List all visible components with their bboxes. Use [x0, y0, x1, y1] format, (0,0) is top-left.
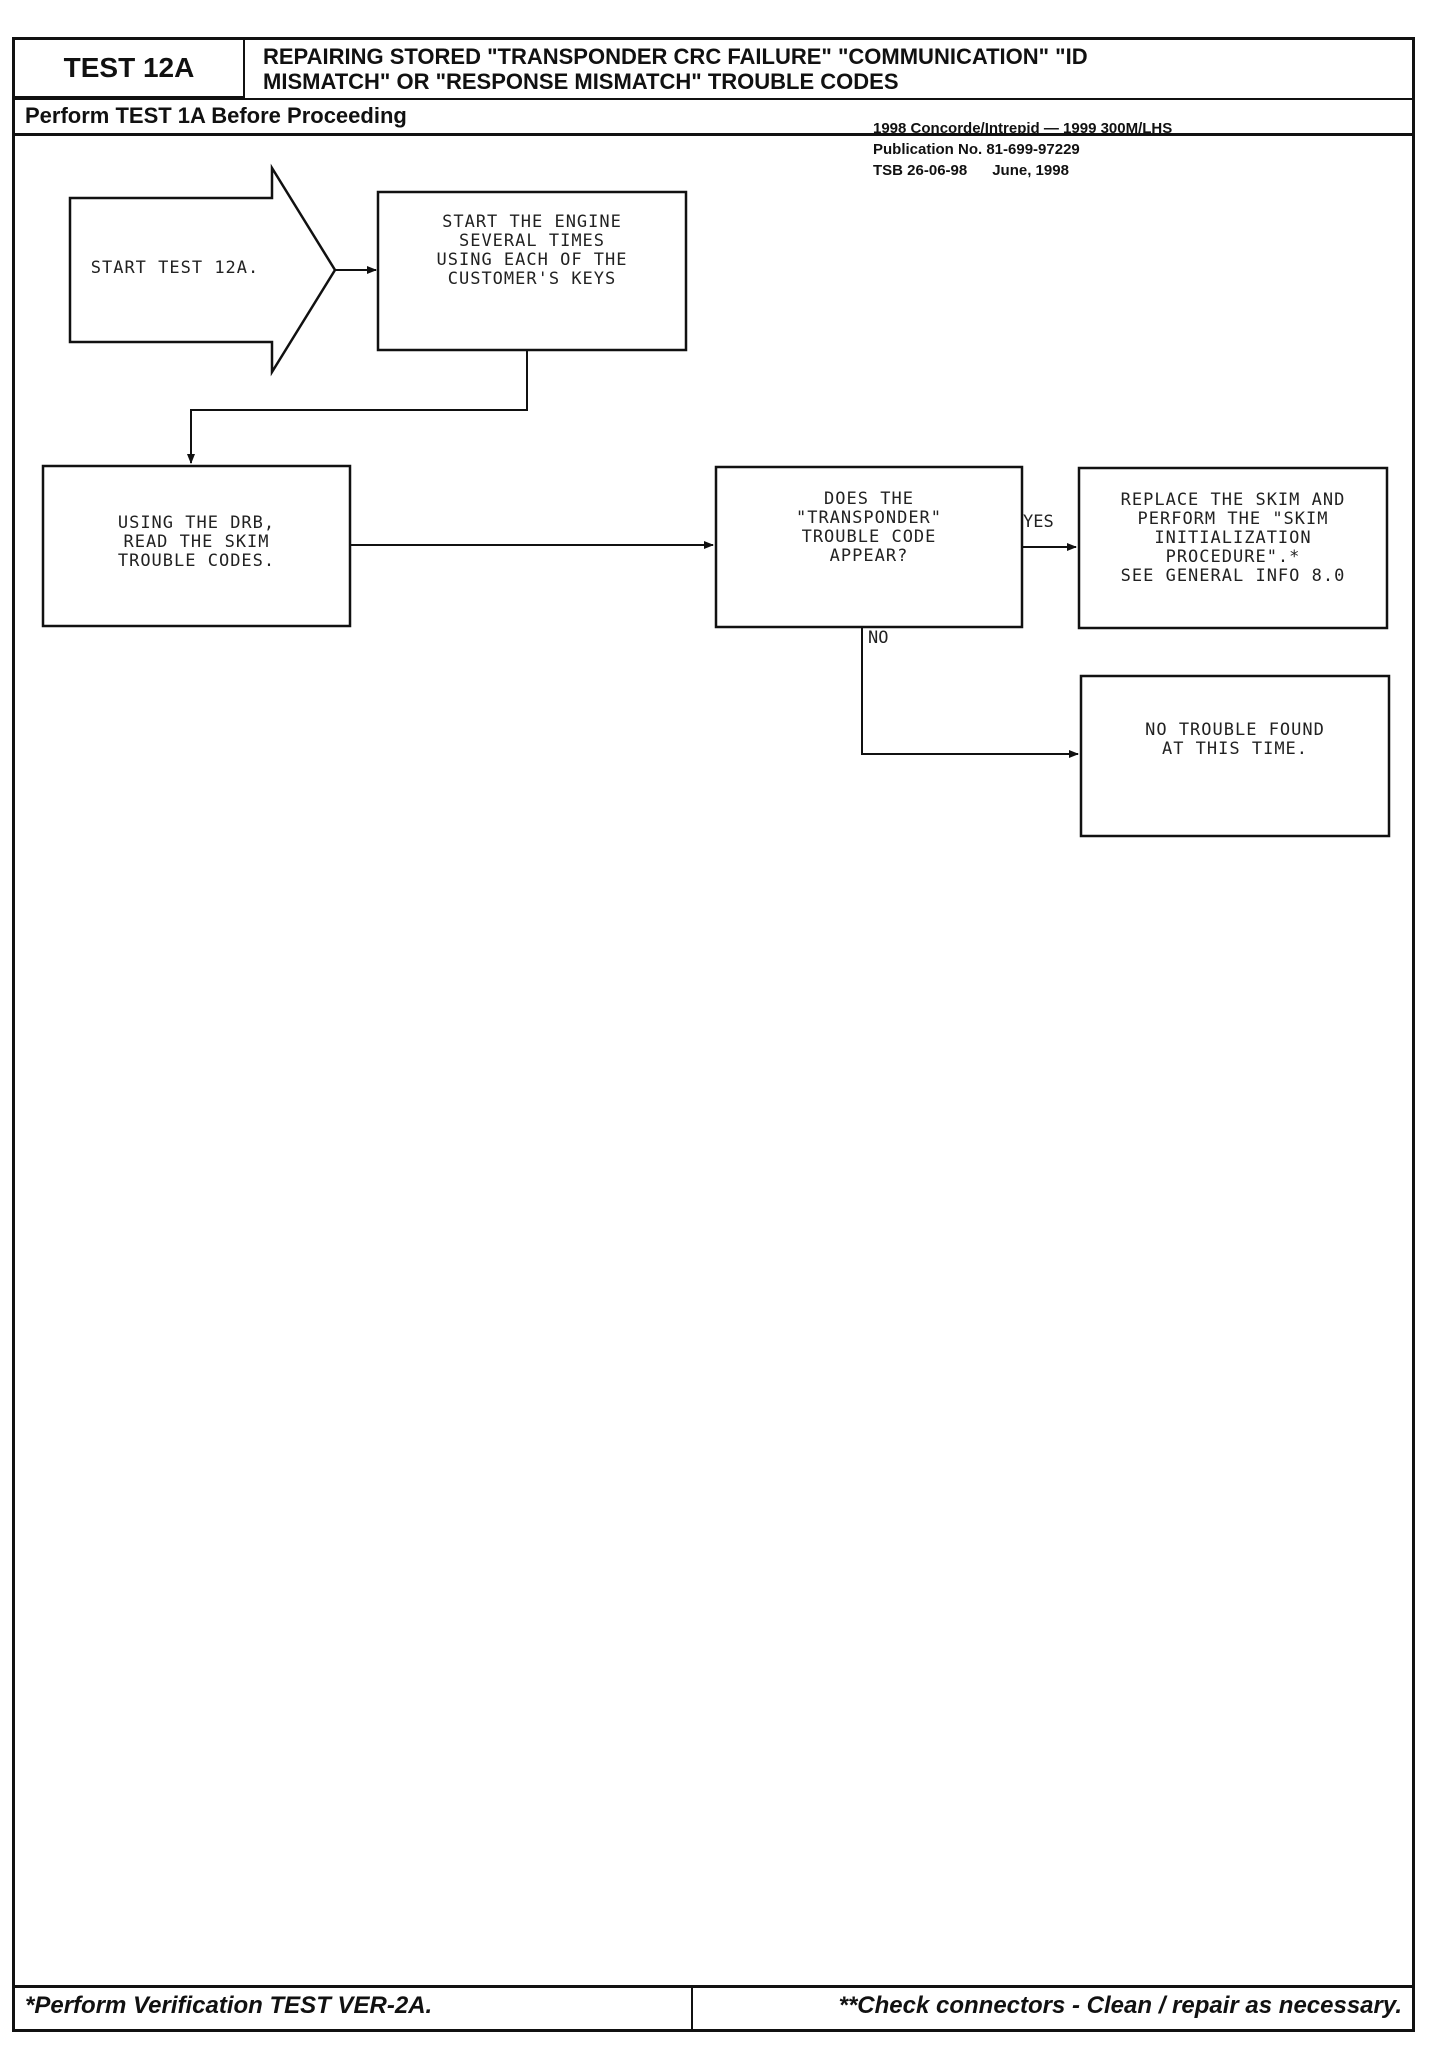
- publication-info: 1998 Concorde/Intrepid — 1999 300M/LHS P…: [873, 118, 1172, 181]
- no-action-text: NO TROUBLE FOUND AT THIS TIME.: [1145, 720, 1325, 759]
- publication-line-3: TSB 26-06-98 June, 1998: [873, 162, 1069, 179]
- yes-label: YES: [1023, 512, 1054, 532]
- no-label: NO: [868, 628, 889, 648]
- page-frame: TEST 12A REPAIRING STORED "TRANSPONDER C…: [12, 37, 1415, 2032]
- footer-note-left: *Perform Verification TEST VER-2A.: [25, 1992, 433, 2019]
- publication-line-2: Publication No. 81-699-97229: [873, 141, 1080, 158]
- start-arrow-shape: [68, 163, 337, 377]
- header: TEST 12A REPAIRING STORED "TRANSPONDER C…: [15, 40, 1412, 100]
- footer-note-right: **Check connectors - Clean / repair as n…: [838, 1992, 1402, 2019]
- step1-box: [376, 190, 688, 352]
- step2-text: USING THE DRB, READ THE SKIM TROUBLE COD…: [117, 513, 276, 571]
- step1-text: START THE ENGINE SEVERAL TIMES USING EAC…: [436, 212, 628, 289]
- prerequisite-note: Perform TEST 1A Before Proceeding: [15, 100, 1412, 136]
- yes-action-text: REPLACE THE SKIM AND PERFORM THE "SKIM I…: [1120, 490, 1346, 586]
- publication-line-1: 1998 Concorde/Intrepid — 1999 300M/LHS: [873, 120, 1173, 137]
- footer-divider: [691, 1988, 693, 2029]
- footer: *Perform Verification TEST VER-2A. **Che…: [15, 1985, 1412, 2029]
- page-title: REPAIRING STORED "TRANSPONDER CRC FAILUR…: [263, 44, 1383, 94]
- decision-text: DOES THE "TRANSPONDER" TROUBLE CODE APPE…: [795, 489, 943, 566]
- title-line-2: MISMATCH" OR "RESPONSE MISMATCH" TROUBLE…: [263, 69, 899, 94]
- yes-action-box: [1077, 466, 1389, 630]
- start-label: START TEST 12A.: [90, 258, 260, 278]
- no-action-box: [1079, 674, 1391, 838]
- connector-no: [861, 627, 1079, 758]
- title-line-1: REPAIRING STORED "TRANSPONDER CRC FAILUR…: [263, 44, 1088, 69]
- connector-step1-to-step2: [187, 350, 528, 464]
- test-id: TEST 12A: [15, 40, 245, 98]
